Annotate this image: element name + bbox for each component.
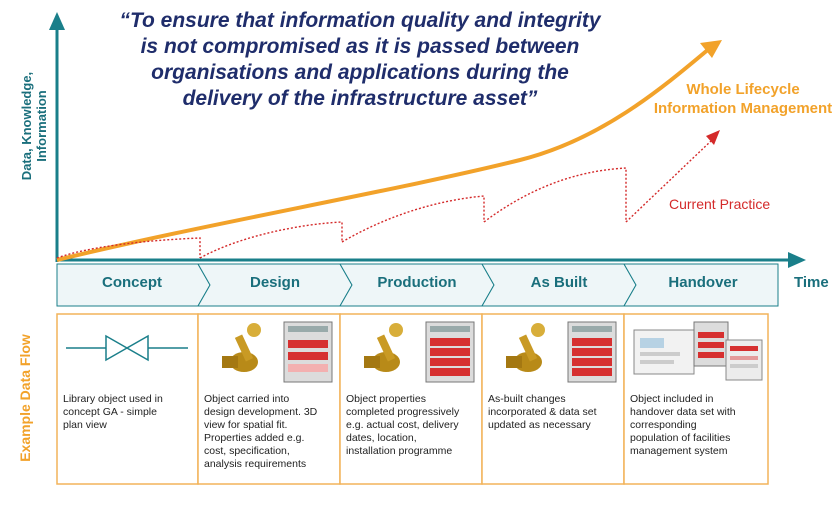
whole-lifecycle-label: Whole Lifecycle Information Management bbox=[648, 80, 838, 118]
desc-line: dates, location, bbox=[346, 432, 417, 444]
panel-description: Object properties completed progressivel… bbox=[346, 393, 478, 458]
panel-description: Object included in handover data set wit… bbox=[630, 393, 762, 458]
valve-3d-icon-production bbox=[364, 323, 403, 372]
desc-line: incorporated & data set bbox=[488, 406, 597, 418]
panel-production: Object properties completed progressivel… bbox=[340, 313, 482, 483]
quote-line: “To ensure that information quality and … bbox=[119, 9, 601, 32]
desc-line: plan view bbox=[63, 419, 107, 431]
desc-line: Library object used in bbox=[63, 393, 163, 405]
quote-text: “To ensure that information quality and … bbox=[70, 8, 650, 112]
desc-line: management system bbox=[630, 445, 728, 457]
data-screen-icon-design bbox=[283, 321, 333, 383]
data-screen-icon-as-built bbox=[567, 321, 617, 383]
y-axis-arrowhead bbox=[49, 12, 65, 30]
desc-line: As-built changes bbox=[488, 393, 566, 405]
time-axis-label: Time bbox=[794, 274, 829, 291]
panel-concept: Library object used in concept GA - simp… bbox=[57, 313, 198, 483]
desc-line: Properties added e.g. bbox=[204, 432, 305, 444]
desc-line: e.g. actual cost, delivery bbox=[346, 419, 459, 431]
panel-description: Library object used in concept GA - simp… bbox=[63, 393, 195, 432]
x-axis-arrowhead bbox=[788, 252, 806, 268]
y-axis-label: Data, Knowledge, Information bbox=[19, 71, 49, 181]
stage-label-as-built: As Built bbox=[530, 274, 588, 291]
panel-description: As-built changes incorporated & data set… bbox=[488, 393, 620, 432]
desc-line: Object carried into bbox=[204, 393, 290, 405]
whole-lifecycle-line: Whole Lifecycle bbox=[686, 81, 800, 98]
desc-line: analysis requirements bbox=[204, 458, 307, 470]
desc-line: population of facilities bbox=[630, 432, 731, 444]
panel-border-concept bbox=[56, 313, 199, 485]
valve-symbol-icon bbox=[66, 334, 188, 362]
data-screen-icon-production bbox=[425, 321, 475, 383]
current-practice-arrowhead bbox=[706, 130, 720, 145]
panel-handover: Object included in handover data set wit… bbox=[624, 313, 768, 483]
desc-line: completed progressively bbox=[346, 406, 460, 418]
stage-label-handover: Handover bbox=[668, 274, 738, 291]
panel-as-built: As-built changes incorporated & data set… bbox=[482, 313, 624, 483]
example-data-flow-label: Example Data Flow bbox=[17, 334, 33, 462]
stage-label-concept: Concept bbox=[102, 274, 162, 291]
desc-line: cost, specification, bbox=[204, 445, 290, 457]
stage-band bbox=[56, 263, 779, 307]
desc-line: concept GA - simple bbox=[63, 406, 157, 418]
quote-line: organisations and applications during th… bbox=[151, 61, 569, 84]
whole-lifecycle-arrowhead bbox=[700, 40, 722, 58]
desc-line: design development. 3D bbox=[204, 406, 318, 418]
current-practice-curve bbox=[56, 139, 713, 259]
desc-line: Object properties bbox=[346, 393, 426, 405]
quote-line: delivery of the infrastructure asset” bbox=[182, 87, 538, 110]
desc-line: Object included in bbox=[630, 393, 714, 405]
valve-3d-icon-design bbox=[222, 323, 261, 372]
stage-chevron-handover bbox=[623, 263, 779, 307]
panel-description: Object carried into design development. … bbox=[204, 393, 336, 471]
whole-lifecycle-line: Information Management bbox=[653, 100, 833, 117]
quote-line: is not compromised as it is passed betwe… bbox=[140, 35, 580, 58]
desc-line: corresponding bbox=[630, 419, 697, 431]
handover-screens-icon bbox=[633, 321, 763, 381]
stage-label-design: Design bbox=[249, 274, 300, 291]
current-practice-label: Current Practice bbox=[669, 196, 771, 212]
desc-line: view for spatial fit. bbox=[204, 419, 288, 431]
desc-line: handover data set with bbox=[630, 406, 736, 418]
desc-line: installation programme bbox=[346, 445, 453, 457]
desc-line: updated as necessary bbox=[488, 419, 591, 431]
whole-lifecycle-curve bbox=[56, 46, 712, 262]
stage-label-production: Production bbox=[377, 274, 457, 291]
panel-design: Object carried into design development. … bbox=[198, 313, 340, 483]
valve-3d-icon-as-built bbox=[506, 323, 545, 372]
